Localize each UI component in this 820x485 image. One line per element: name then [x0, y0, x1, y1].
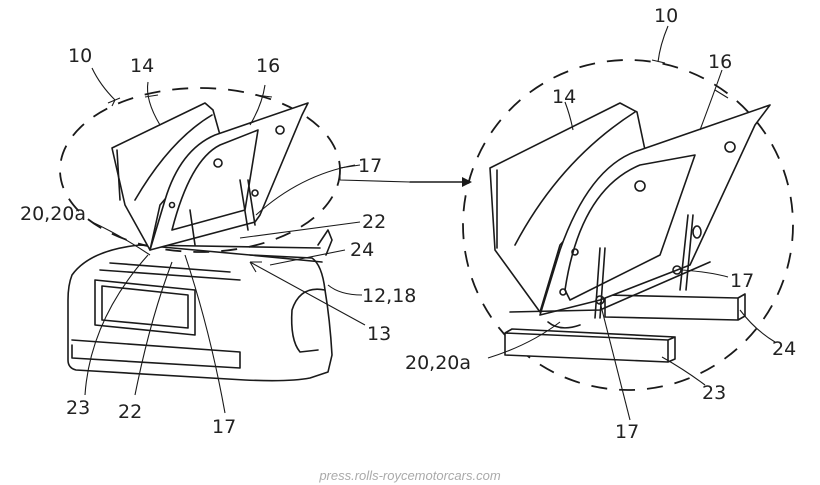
label-13: 13	[367, 323, 391, 345]
side-tab	[317, 229, 333, 256]
label-22b: 22	[118, 401, 142, 423]
label-24: 24	[772, 338, 796, 360]
rail-23	[504, 328, 676, 363]
label-22: 22	[362, 211, 386, 233]
rail	[139, 244, 323, 263]
label-10: 10	[654, 5, 678, 27]
hood-panel	[149, 102, 309, 251]
wheel-arch	[290, 288, 326, 353]
label-16: 16	[256, 55, 280, 77]
hood-panel	[539, 104, 771, 316]
watermark: press.rolls-roycemotorcars.com	[319, 468, 501, 483]
label-17b: 17	[615, 421, 639, 443]
rail	[99, 262, 241, 281]
label-20-20a: 20,20a	[405, 352, 471, 374]
label-14: 14	[130, 55, 154, 77]
label-24: 24	[350, 239, 374, 261]
car-body	[67, 244, 333, 382]
label-23: 23	[702, 382, 726, 404]
left-figure: 10 14 16 17 20,20a 22 24 12,18 13 23 22 …	[20, 45, 416, 438]
label-17: 17	[358, 155, 382, 177]
label-23: 23	[66, 397, 90, 419]
label-17b: 17	[212, 416, 236, 438]
label-16: 16	[708, 51, 732, 73]
bumper	[71, 339, 241, 369]
rail-24	[604, 293, 746, 321]
label-10: 10	[68, 45, 92, 67]
label-12-18: 12,18	[362, 285, 416, 307]
right-figure: 10 16 14 17 24 20,20a 23 17	[405, 5, 796, 443]
label-14: 14	[552, 86, 576, 108]
headlight	[94, 279, 196, 336]
label-20-20a: 20,20a	[20, 203, 86, 225]
detail-circle-right	[462, 59, 794, 391]
label-17: 17	[730, 270, 754, 292]
arrow-head-icon	[462, 177, 472, 187]
